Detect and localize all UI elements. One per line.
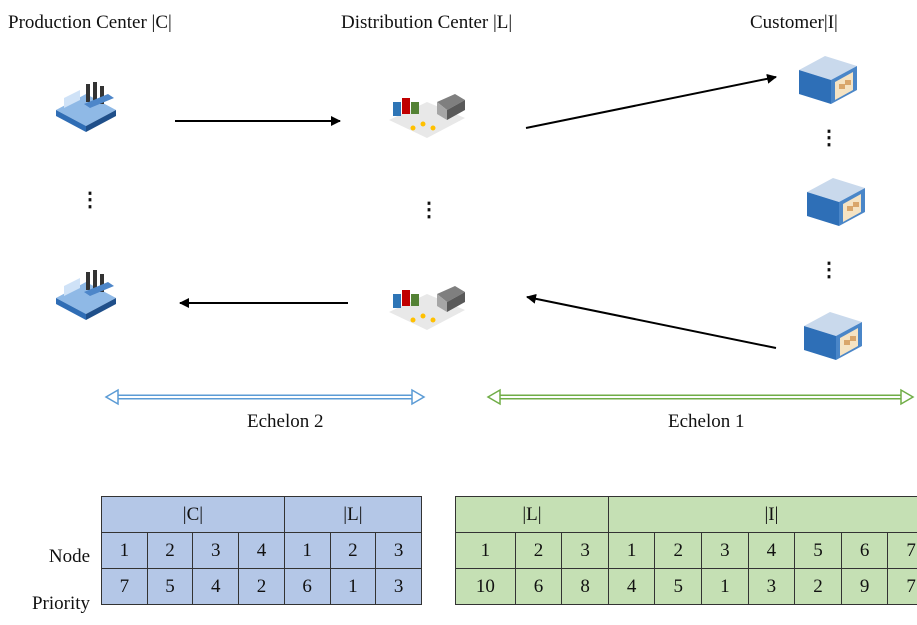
distribution-ellipsis: ⋮ [419,199,439,221]
priority-cell: 5 [654,568,703,605]
node-cell: 3 [561,532,609,569]
customer-ellipsis: ⋮ [819,127,839,149]
echelon1-label: Echelon 1 [668,411,745,432]
factory-icon [56,82,116,132]
priority-cell: 4 [607,568,656,605]
group-header-cell: |L| [283,496,423,533]
node-cell: 4 [747,532,796,569]
priority-cell: 2 [794,568,842,605]
distribution-center-header: Distribution Center |L| [341,12,513,33]
group-header-cell: |L| [455,496,609,533]
node-cell: 3 [192,532,240,569]
distribution-warehouse-icon [389,286,465,330]
customer-store-icon [799,56,857,104]
echelon2-label: Echelon 2 [247,411,324,432]
priority-cell: 10 [455,568,516,605]
production-ellipsis: ⋮ [80,189,100,211]
customer-store-icon [804,312,862,360]
priority-cell: 9 [840,568,889,605]
echelon2-span-arrow [104,388,426,406]
priority-cell: 7 [101,568,148,605]
group-header-cell: |I| [607,496,917,533]
priority-cell: 1 [329,568,377,605]
customer-header: Customer|I| [750,12,838,33]
node-cell: 6 [840,532,889,569]
node-cell: 1 [455,532,516,569]
node-cell: 3 [701,532,749,569]
node-cell: 1 [607,532,656,569]
node-cell: 5 [794,532,842,569]
priority-cell: 5 [146,568,194,605]
priority-cell: 2 [238,568,285,605]
node-cell: 1 [283,532,331,569]
customer-store-icon [807,178,865,226]
priority-cell: 7 [887,568,917,605]
node-cell: 2 [514,532,563,569]
node-cell: 2 [329,532,377,569]
customer-ellipsis: ⋮ [819,259,839,281]
node-cell: 2 [146,532,194,569]
priority-row-label: Priority [31,593,90,614]
priority-cell: 3 [375,568,422,605]
node-row-label: Node [48,546,90,567]
group-header-cell: |C| [101,496,285,533]
distribution-warehouse-icon [389,94,465,138]
priority-cell: 8 [561,568,609,605]
production-center-header: Production Center |C| [8,12,172,33]
priority-cell: 3 [747,568,796,605]
node-cell: 2 [654,532,703,569]
priority-cell: 6 [514,568,563,605]
node-cell: 3 [375,532,422,569]
priority-cell: 4 [192,568,240,605]
node-cell: 4 [238,532,285,569]
priority-cell: 6 [283,568,331,605]
arrow-customer-to-distribution [526,293,777,349]
echelon1-span-arrow [486,388,915,406]
node-cell: 7 [887,532,917,569]
priority-cell: 1 [701,568,749,605]
node-cell: 1 [101,532,148,569]
factory-icon [56,270,116,320]
arrow-distribution-to-customer [525,73,777,129]
